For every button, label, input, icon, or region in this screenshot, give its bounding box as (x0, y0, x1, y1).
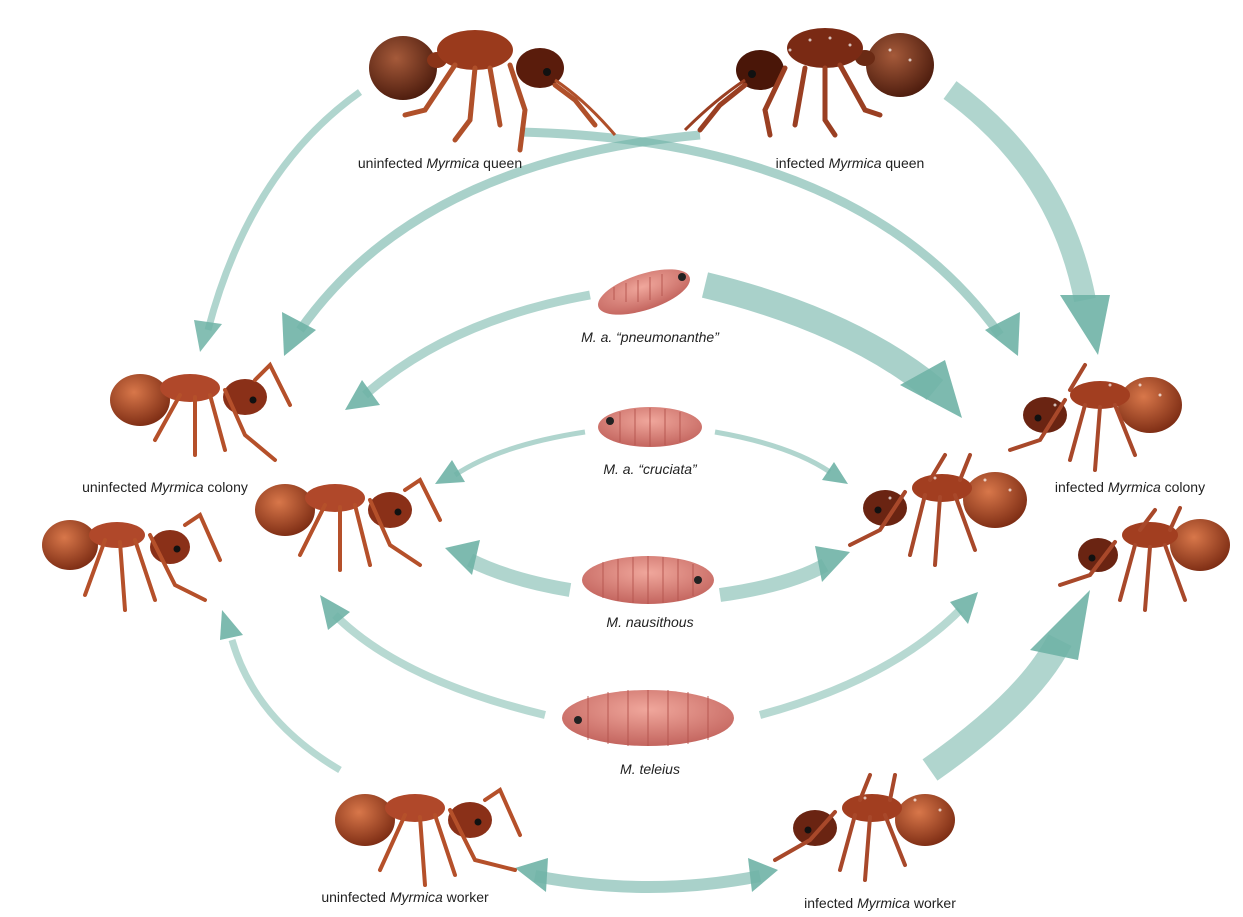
arrow-teleius-right (760, 592, 978, 715)
label-uninfected-worker: uninfected Myrmica worker (321, 889, 488, 905)
arrow-uninfected-queen-to-infected-colony (520, 132, 1020, 356)
ant-uninfected-colony-1 (110, 365, 290, 460)
arrow-nausithous-left (445, 540, 570, 590)
ant-infected-worker (775, 775, 955, 880)
label-uninfected-queen: uninfected Myrmica queen (358, 155, 522, 171)
label-infected-colony: infected Myrmica colony (1055, 479, 1205, 495)
arrow-pneumonanthe-left (345, 295, 590, 410)
arrow-queen-to-uninfected-colony (194, 92, 360, 352)
ant-infected-colony-1 (1010, 365, 1182, 470)
ant-infected-colony-2 (850, 455, 1027, 565)
arrow-worker-exchange (515, 858, 778, 892)
caterpillar-cruciata (598, 407, 702, 447)
label-infected-worker: infected Myrmica worker (804, 895, 956, 911)
ant-uninfected-colony-3 (42, 515, 220, 610)
arrow-infected-queen-to-infected-colony (950, 90, 1110, 355)
caption-cruciata: M. a. “cruciata” (603, 461, 696, 477)
caterpillar-pneumonanthe (593, 260, 695, 324)
label-uninfected-colony: uninfected Myrmica colony (82, 479, 248, 495)
caption-pneumonanthe: M. a. “pneumonanthe” (581, 329, 719, 345)
ant-uninfected-colony-2 (255, 480, 440, 570)
arrow-cruciata-right (715, 432, 848, 484)
arrow-teleius-left (320, 595, 545, 715)
label-infected-queen: infected Myrmica queen (776, 155, 925, 171)
arrow-pneumonanthe-right (705, 285, 962, 418)
caption-teleius: M. teleius (620, 761, 680, 777)
caption-nausithous: M. nausithous (606, 614, 693, 630)
arrow-uninfected-worker-to-colony (220, 610, 340, 770)
caterpillar-teleius (562, 666, 734, 746)
caterpillar-nausithous (582, 556, 714, 604)
ant-uninfected-worker (335, 790, 520, 885)
ant-infected-queen (685, 28, 934, 135)
arrow-cruciata-left (435, 432, 585, 484)
arrow-nausithous-right (720, 546, 850, 595)
